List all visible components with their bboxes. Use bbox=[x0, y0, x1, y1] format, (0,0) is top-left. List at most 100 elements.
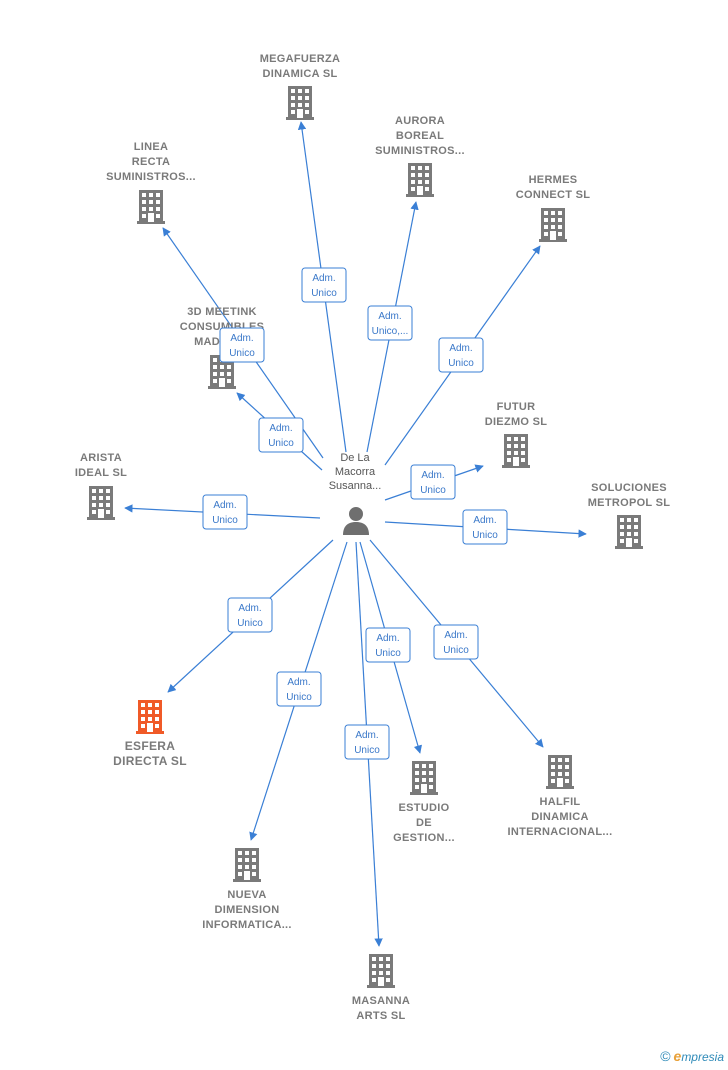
building-icon bbox=[233, 848, 261, 882]
role-text-line: Adm. bbox=[355, 730, 378, 741]
company-label-line: DE bbox=[416, 817, 432, 829]
role-text-line: Unico bbox=[472, 530, 498, 541]
role-text-line: Adm. bbox=[376, 633, 399, 644]
role-badge-estudio: Adm. Unico bbox=[365, 627, 411, 663]
building-icon bbox=[502, 434, 530, 468]
company-label-line: HALFIL bbox=[540, 796, 581, 808]
company-label-line: ESTUDIO bbox=[399, 802, 450, 814]
role-text-line: Unico bbox=[443, 645, 469, 656]
company-node-halfil[interactable]: HALFIL DINAMICA INTERNACIONAL... bbox=[507, 755, 612, 838]
company-label-line: DINAMICA SL bbox=[263, 68, 338, 80]
company-label-line: HERMES bbox=[529, 174, 578, 186]
brand-name: mpresia bbox=[681, 1050, 724, 1064]
company-node-megafuerza[interactable]: MEGAFUERZA DINAMICA SL bbox=[260, 53, 341, 120]
company-label-line: ARTS SL bbox=[356, 1010, 405, 1022]
role-text-line: Adm. bbox=[213, 500, 236, 511]
brand-initial: e bbox=[673, 1048, 682, 1064]
company-label-line: AURORA bbox=[395, 115, 445, 127]
role-text-line: Unico bbox=[286, 692, 312, 703]
role-text-line: Unico bbox=[448, 358, 474, 369]
building-icon bbox=[406, 163, 434, 197]
company-label-line: INTERNACIONAL... bbox=[507, 826, 612, 838]
building-icon bbox=[546, 755, 574, 789]
role-badge-arista: Adm. Unico bbox=[202, 494, 248, 530]
company-node-masanna[interactable]: MASANNA ARTS SL bbox=[352, 954, 410, 1022]
role-text-line: Unico,... bbox=[372, 326, 409, 337]
company-node-hermes[interactable]: HERMES CONNECT SL bbox=[516, 174, 591, 242]
company-label-line: IDEAL SL bbox=[75, 467, 127, 479]
role-text-line: Unico bbox=[268, 438, 294, 449]
role-badge-esfera: Adm. Unico bbox=[227, 597, 273, 633]
company-label-line: ESFERA bbox=[125, 739, 176, 753]
building-icon bbox=[367, 954, 395, 988]
center-person[interactable]: De La Macorra Susanna... bbox=[329, 452, 382, 535]
company-label-line: DIRECTA SL bbox=[113, 754, 187, 768]
brand-footer: ©empresia bbox=[660, 1048, 724, 1064]
center-name-line-2: Macorra bbox=[335, 466, 376, 478]
role-text-line: Adm. bbox=[421, 470, 444, 481]
company-label-line: BOREAL bbox=[396, 130, 444, 142]
building-icon bbox=[615, 515, 643, 549]
role-text-line: Adm. bbox=[449, 343, 472, 354]
company-label-line: CONNECT SL bbox=[516, 189, 591, 201]
person-icon bbox=[343, 507, 369, 535]
company-label-line: FUTUR bbox=[497, 401, 536, 413]
company-node-futur[interactable]: FUTUR DIEZMO SL bbox=[485, 401, 548, 468]
building-icon bbox=[136, 700, 164, 734]
role-text-line: Adm. bbox=[287, 677, 310, 688]
role-badge-masanna: Adm.Unico bbox=[344, 724, 390, 760]
role-text-line: Adm. bbox=[230, 333, 253, 344]
company-label-line: SOLUCIONES bbox=[591, 482, 667, 494]
company-label-line: SUMINISTROS... bbox=[106, 171, 196, 183]
company-label-line: SUMINISTROS... bbox=[375, 145, 465, 157]
company-label-line: NUEVA bbox=[227, 889, 266, 901]
center-name-line-3: Susanna... bbox=[329, 480, 382, 492]
role-badge-aurora: Adm.Unico,... bbox=[367, 305, 413, 341]
role-text-line: Unico bbox=[229, 348, 255, 359]
role-text-line: Unico bbox=[212, 515, 238, 526]
role-text-line: Adm. bbox=[238, 603, 261, 614]
center-name-line-1: De La bbox=[340, 452, 370, 464]
building-icon bbox=[137, 190, 165, 224]
building-icon bbox=[87, 486, 115, 520]
company-label-line: ARISTA bbox=[80, 452, 122, 464]
company-node-nueva[interactable]: NUEVA DIMENSION INFORMATICA... bbox=[202, 848, 292, 931]
role-text-line: Unico bbox=[420, 485, 446, 496]
building-icon bbox=[286, 86, 314, 120]
company-label-line: MEGAFUERZA bbox=[260, 53, 341, 65]
company-label-line: DIEZMO SL bbox=[485, 416, 548, 428]
company-label-line: INFORMATICA... bbox=[202, 919, 292, 931]
building-icon bbox=[410, 761, 438, 795]
role-badge-futur: Adm. Unico bbox=[410, 464, 456, 500]
role-badge-nueva: Adm. Unico bbox=[276, 671, 322, 707]
company-label-line: RECTA bbox=[132, 156, 171, 168]
nodes-layer: MEGAFUERZA DINAMICA SL AURORA BOREAL SUMINIS… bbox=[75, 53, 670, 1022]
company-label-line: DIMENSION bbox=[214, 904, 279, 916]
role-badge-megafuerza: Adm. Unico bbox=[301, 267, 347, 303]
role-text-line: Unico bbox=[311, 288, 337, 299]
building-icon bbox=[539, 208, 567, 242]
role-text-line: Adm. bbox=[312, 273, 335, 284]
company-node-arista[interactable]: ARISTA IDEAL SL bbox=[75, 452, 127, 520]
company-node-estudio[interactable]: ESTUDIO DE GESTION... bbox=[393, 761, 455, 844]
role-text-line: Adm. bbox=[444, 630, 467, 641]
role-text-line: Adm. bbox=[473, 515, 496, 526]
company-label-line: MASANNA bbox=[352, 995, 410, 1007]
role-badge-soluciones: Adm. Unico bbox=[462, 509, 508, 545]
role-text-line: Adm. bbox=[269, 423, 292, 434]
company-label-line: LINEA bbox=[134, 141, 169, 153]
role-text-line: Unico bbox=[237, 618, 263, 629]
company-node-aurora[interactable]: AURORA BOREAL SUMINISTROS... bbox=[375, 115, 465, 197]
role-text-line: Unico bbox=[375, 648, 401, 659]
copyright-icon: © bbox=[660, 1048, 671, 1064]
company-node-linea[interactable]: LINEA RECTA SUMINISTROS... bbox=[106, 141, 196, 224]
role-badge-halfil: Adm. Unico bbox=[433, 624, 479, 660]
company-label-line: GESTION... bbox=[393, 832, 455, 844]
role-badge-3dmeetink: Adm. Unico bbox=[258, 417, 304, 453]
company-label-line: 3D MEETINK bbox=[187, 306, 257, 318]
company-label-line: DINAMICA bbox=[531, 811, 588, 823]
